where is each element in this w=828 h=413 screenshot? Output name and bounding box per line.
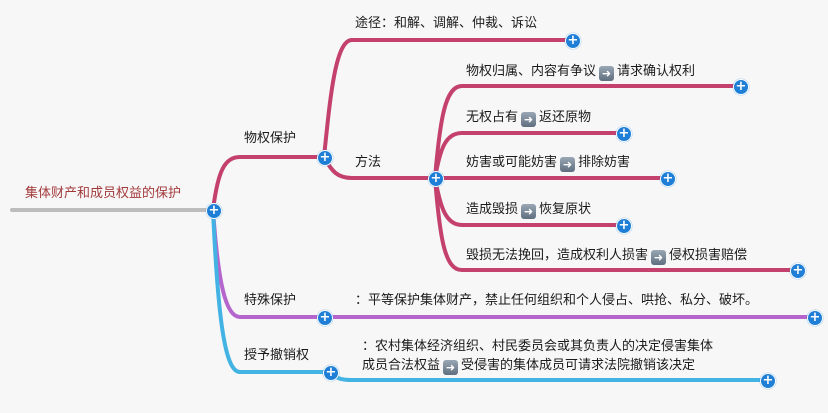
- topic-method-item[interactable]: 妨害或可能妨害➜排除妨害: [466, 155, 630, 172]
- plus-icon[interactable]: +: [565, 33, 581, 49]
- plus-icon[interactable]: +: [760, 373, 776, 389]
- condition-text: 妨害或可能妨害: [466, 155, 558, 170]
- plus-icon[interactable]: +: [616, 126, 632, 142]
- topic-method-item[interactable]: 造成毁损➜恢复原状: [466, 202, 591, 219]
- topic-method[interactable]: 方法: [355, 155, 382, 170]
- condition-text: 物权归属、内容有争议: [466, 64, 597, 79]
- plus-icon[interactable]: +: [317, 310, 333, 326]
- connector-m2: [433, 131, 625, 180]
- topic-property[interactable]: 物权保护: [244, 131, 297, 146]
- topic-special-detail[interactable]: ：平等保护集体财产，禁止任何组织和个人侵占、哄抢、私分、破坏。: [355, 293, 759, 308]
- result-text: 排除妨害: [578, 155, 631, 170]
- plus-icon[interactable]: +: [660, 171, 676, 187]
- arrow-right-icon: ➜: [521, 204, 537, 219]
- connector-m1: [433, 84, 742, 180]
- plus-icon[interactable]: +: [206, 203, 222, 219]
- arrow-right-icon: ➜: [521, 112, 537, 127]
- revoke-condition: 成员合法权益: [362, 358, 441, 373]
- arrow-right-icon: ➜: [443, 360, 459, 375]
- result-text: 侵权损害赔偿: [669, 248, 748, 263]
- topic-method-item[interactable]: 物权归属、内容有争议➜请求确认权利: [466, 64, 695, 81]
- connector-m5: [433, 176, 799, 272]
- topic-revoke-detail[interactable]: ：农村集体经济组织、村民委员会或其负责人的决定侵害集体 成员合法权益➜受侵害的集…: [362, 339, 713, 375]
- plus-icon[interactable]: +: [317, 150, 333, 166]
- plus-icon[interactable]: +: [790, 263, 806, 279]
- topic-method-item[interactable]: 无权占有➜返还原物: [466, 110, 591, 127]
- arrow-right-icon: ➜: [651, 250, 667, 265]
- arrow-right-icon: ➜: [560, 157, 576, 172]
- condition-text: 无权占有: [466, 110, 519, 125]
- topic-method-item[interactable]: 毁损无法挽回，造成权利人损害➜侵权损害赔偿: [466, 248, 747, 265]
- revoke-result: 受侵害的集体成员可请求法院撤销该决定: [461, 358, 696, 373]
- result-text: 请求确认权利: [617, 64, 696, 79]
- condition-text: 造成毁损: [466, 202, 519, 217]
- condition-text: 毁损无法挽回，造成权利人损害: [466, 248, 649, 263]
- plus-icon[interactable]: +: [807, 310, 823, 326]
- arrow-right-icon: ➜: [599, 66, 615, 81]
- connector-property: [211, 155, 326, 212]
- root-topic[interactable]: 集体财产和成员权益的保护: [25, 186, 182, 201]
- plus-icon[interactable]: +: [323, 365, 339, 381]
- result-text: 返还原物: [539, 110, 592, 125]
- plus-icon[interactable]: +: [428, 171, 444, 187]
- topic-route[interactable]: 途径：和解、调解、仲裁、诉讼: [355, 16, 538, 31]
- revoke-line-1: ：农村集体经济组织、村民委员会或其负责人的决定侵害集体: [362, 339, 714, 354]
- plus-icon[interactable]: +: [616, 218, 632, 234]
- connector-revoke: [211, 208, 769, 382]
- revoke-line-2: 成员合法权益➜受侵害的集体成员可请求法院撤销该决定: [362, 358, 713, 375]
- topic-revoke[interactable]: 授予撤销权: [244, 348, 310, 363]
- topic-special[interactable]: 特殊保护: [244, 293, 297, 308]
- plus-icon[interactable]: +: [733, 79, 749, 95]
- result-text: 恢复原状: [539, 202, 592, 217]
- connector-route: [322, 38, 574, 159]
